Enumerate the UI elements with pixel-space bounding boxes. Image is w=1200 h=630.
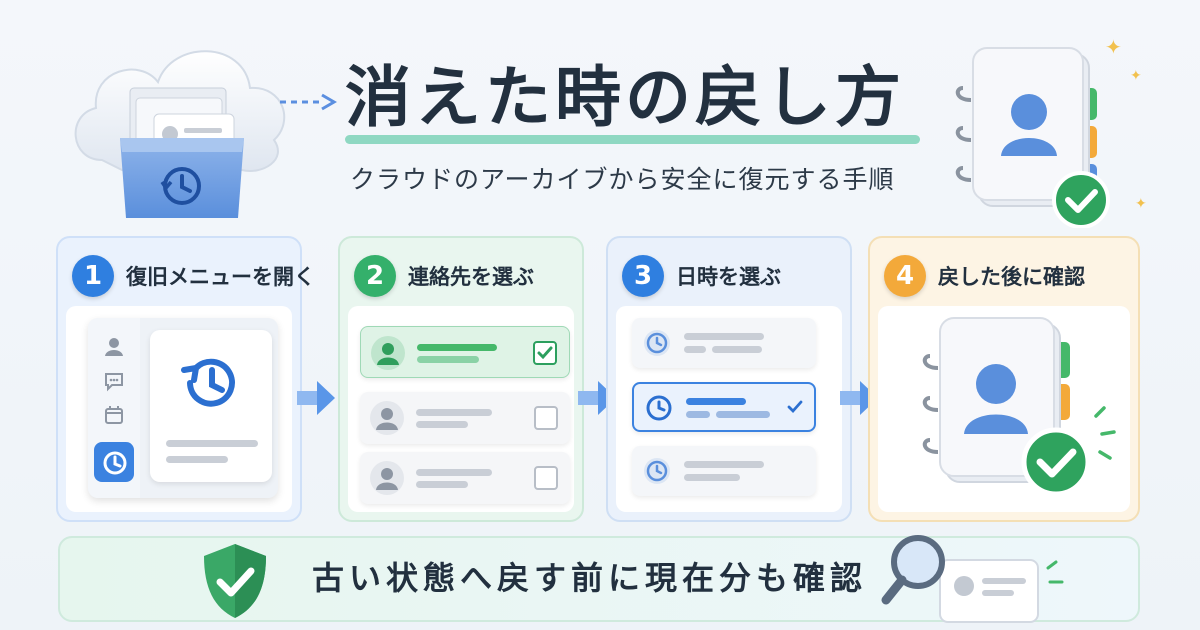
address-book-icon	[922, 317, 1116, 497]
text-line	[686, 398, 746, 405]
history-icon	[103, 451, 127, 475]
avatar	[371, 336, 405, 370]
checkbox[interactable]	[534, 466, 558, 490]
address-book-icon: ✦ ✦ ✦	[955, 35, 1147, 228]
page-title: 消えた時の戻し方	[345, 59, 905, 136]
text-line	[686, 411, 710, 418]
restore-menu-button[interactable]	[94, 442, 134, 482]
text-line	[416, 469, 492, 476]
step-number-badge: 2	[354, 255, 396, 297]
avatar	[370, 461, 404, 495]
text-line	[684, 461, 764, 468]
text-line	[416, 421, 468, 428]
step-card-4: 4 戻した後に確認	[868, 236, 1140, 522]
checkbox[interactable]	[534, 406, 558, 430]
chat-icon[interactable]	[103, 370, 125, 392]
step-illustration	[616, 306, 842, 512]
step-label: 復旧メニューを開く	[126, 265, 315, 289]
step-card-2: 2 連絡先を選ぶ	[338, 236, 584, 522]
avatar	[370, 401, 404, 435]
step-label: 連絡先を選ぶ	[408, 265, 534, 289]
step-illustration	[348, 306, 574, 512]
snapshot-row-selected[interactable]	[632, 382, 816, 432]
svg-text:✦: ✦	[1135, 196, 1147, 212]
step-illustration	[66, 306, 292, 512]
step-number-badge: 3	[622, 255, 664, 297]
text-line	[684, 346, 706, 353]
step-illustration	[878, 306, 1130, 512]
calendar-icon[interactable]	[103, 404, 125, 426]
text-line	[417, 356, 479, 363]
magnifier-icon	[881, 535, 1064, 623]
text-line	[416, 409, 492, 416]
step-card-1: 1 復旧メニューを開く	[56, 236, 315, 522]
person-icon	[376, 408, 398, 430]
history-icon	[181, 358, 235, 407]
step-number-badge: 4	[884, 255, 926, 297]
clock-icon	[644, 330, 670, 356]
step-label: 戻した後に確認	[938, 265, 1085, 289]
text-line	[684, 333, 764, 340]
text-line	[712, 346, 762, 353]
step-arrow-icon	[297, 381, 335, 415]
person-icon	[376, 468, 398, 490]
dashed-arrow-icon	[280, 93, 337, 111]
clock-icon	[646, 395, 672, 421]
app-sidebar	[88, 318, 140, 498]
check-icon	[537, 346, 553, 360]
contact-row[interactable]	[360, 392, 570, 444]
text-line	[166, 440, 258, 447]
app-window	[88, 318, 278, 498]
person-icon[interactable]	[103, 336, 125, 358]
shield-check-icon	[204, 544, 266, 618]
text-line	[417, 344, 497, 351]
step-label: 日時を選ぶ	[676, 265, 781, 289]
title-underline	[345, 135, 920, 144]
step-card-3: 3 日時を選ぶ	[606, 236, 852, 522]
cloud-archive-icon	[74, 50, 286, 218]
snapshot-row[interactable]	[632, 318, 816, 368]
contact-row[interactable]	[360, 452, 570, 504]
text-line	[716, 411, 770, 418]
restore-panel	[150, 330, 272, 482]
checkbox-checked[interactable]	[533, 341, 557, 365]
text-line	[416, 481, 468, 488]
page-subtitle: クラウドのアーカイブから安全に復元する手順	[350, 165, 895, 194]
check-icon	[787, 400, 803, 414]
banner-text: 古い状態へ戻す前に現在分も確認	[312, 559, 868, 597]
text-line	[166, 456, 228, 463]
text-line	[684, 474, 740, 481]
svg-text:✦: ✦	[1105, 35, 1122, 59]
contact-row-selected[interactable]	[360, 326, 570, 378]
snapshot-row[interactable]	[632, 446, 816, 496]
step-number-badge: 1	[72, 255, 114, 297]
person-icon	[377, 343, 399, 365]
clock-icon	[644, 458, 670, 484]
svg-text:✦: ✦	[1130, 68, 1142, 84]
